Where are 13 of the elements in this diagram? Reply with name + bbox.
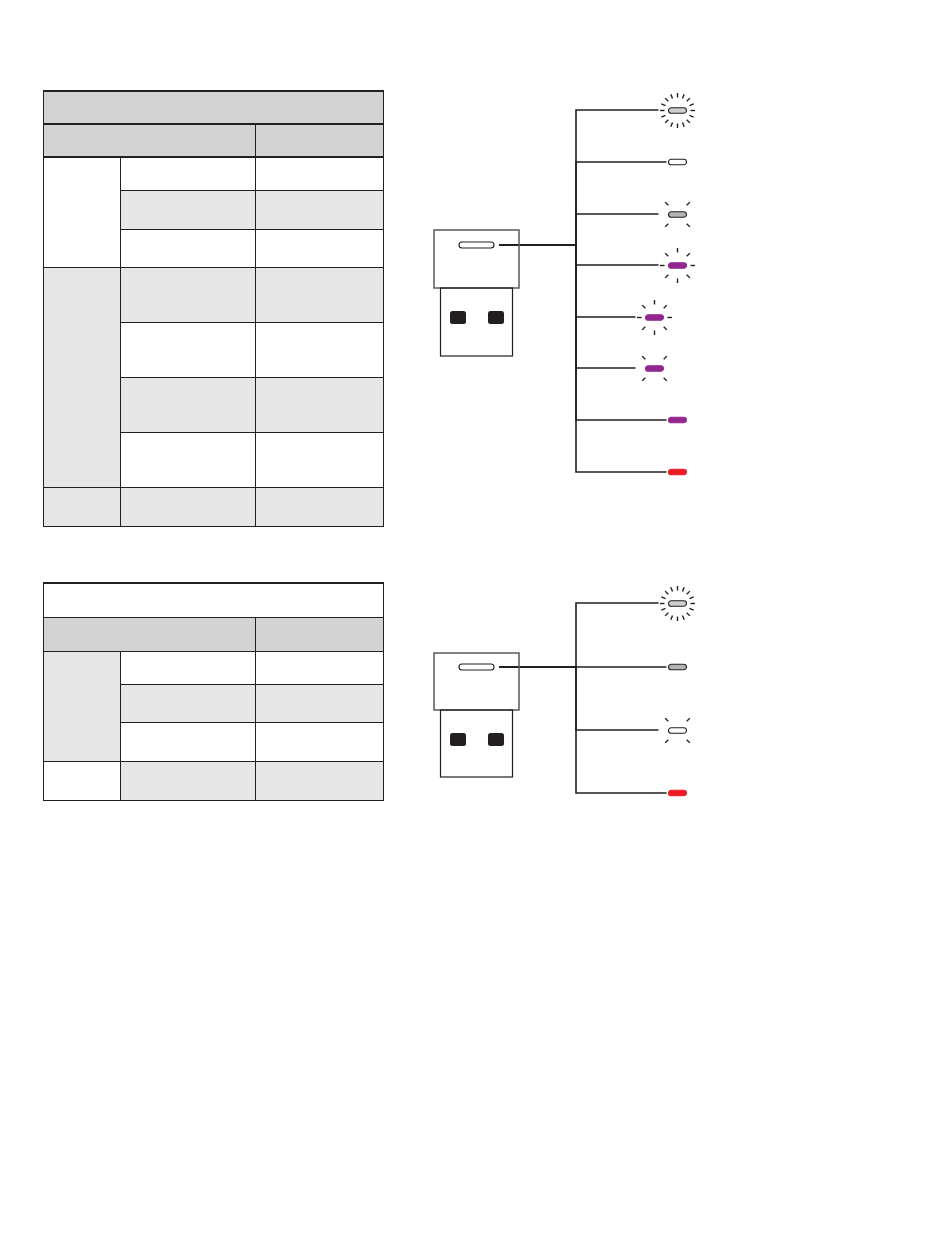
blinking-light-icon [635, 298, 673, 336]
light-bar-icon [666, 416, 688, 424]
light-bar-icon [666, 789, 688, 797]
light-bar-icon [666, 468, 688, 476]
blinking-light-icon [658, 246, 696, 284]
usb-receiver-drawing [433, 652, 520, 778]
connector-line [498, 244, 668, 473]
connector-line [498, 666, 668, 794]
light-bar-icon [666, 158, 688, 166]
blinking-light-icon [658, 91, 696, 129]
blinking-light-icon [658, 584, 696, 622]
usb-receiver-drawing [433, 229, 520, 357]
light-bar-icon [666, 663, 688, 671]
